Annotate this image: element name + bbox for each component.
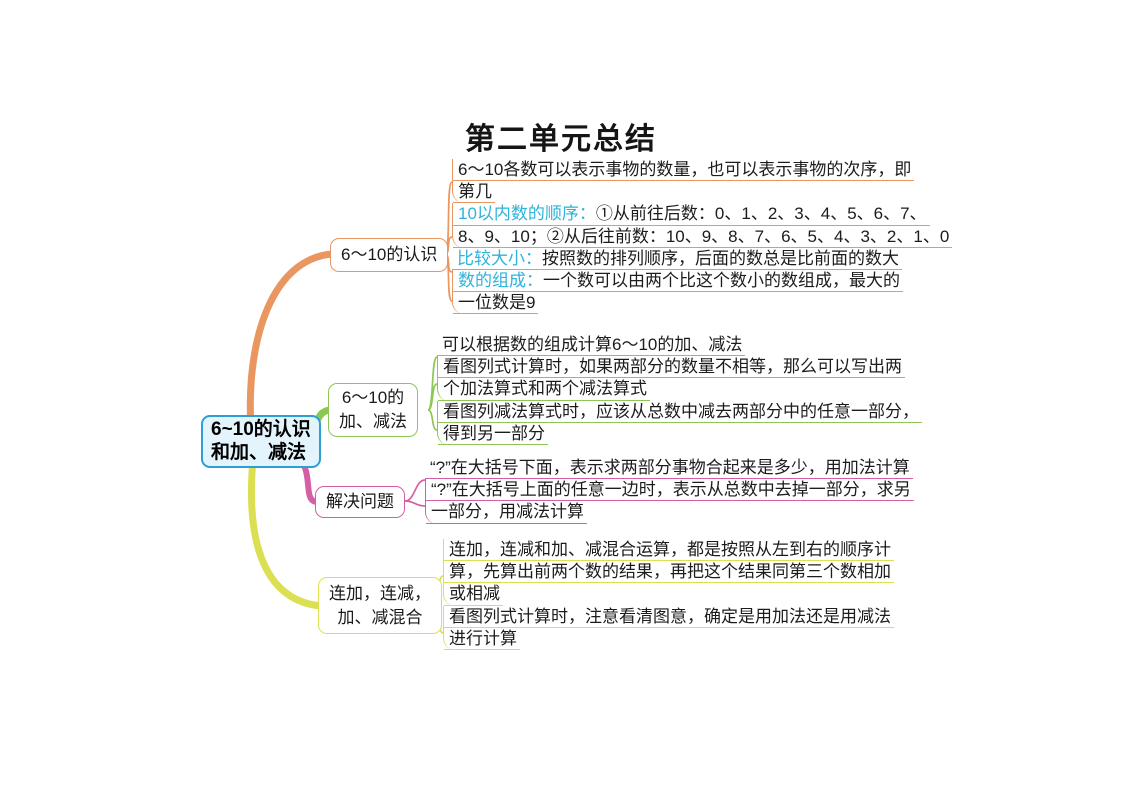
branch-node-mixed-operations: 连加，连减， 加、减混合 <box>318 577 442 634</box>
page-title: 第二单元总结 <box>465 123 657 156</box>
topic-text: 看图列式计算时，注意看清图意，确定是用加法还是用减法进行计算 <box>443 605 894 650</box>
topic-text-line: 第几 <box>453 181 495 204</box>
central-topic-line1: 6~10的认识 <box>211 419 311 440</box>
branch-topics-solving-problems: “?”在大括号下面，表示求两部分事物合起来是多少，用加法计算“?”在大括号上面的… <box>425 457 914 524</box>
branch-curve-orange <box>246 250 336 445</box>
topic-text-line: 10以内数的顺序：①从前往后数：0、1、2、3、4、5、6、7、 <box>453 203 930 226</box>
branch-node-label: 加、减法 <box>339 412 407 431</box>
branch-node-addition-subtraction-6-10: 6～10的加、减法 <box>328 383 418 437</box>
topic-text-line: 看图列减法算式时，应该从总数中减去两部分中的任意一部分， <box>438 401 922 423</box>
topic-text-line: 连加，连减和加、减混合运算，都是按照从左到右的顺序计 <box>444 539 894 562</box>
topic-text-line: 得到另一部分 <box>438 423 548 445</box>
topic-text-line: 看图列式计算时，如果两部分的数量不相等，那么可以写出两 <box>438 356 905 379</box>
topic-text: 看图列式计算时，如果两部分的数量不相等，那么可以写出两个加法算式和两个减法算式 <box>437 356 905 401</box>
topic-text-line: 6～10各数可以表示事物的数量，也可以表示事物的次序，即 <box>453 159 915 182</box>
topic-text: “?”在大括号上面的任意一边时，表示从总数中去掉一部分，求另一部分，用减法计算 <box>425 479 914 524</box>
branch-node-label: 连加，连减， <box>329 583 431 603</box>
topic-text: 看图列减法算式时，应该从总数中减去两部分中的任意一部分，得到另一部分 <box>437 400 922 445</box>
topic-text-line: 进行计算 <box>444 628 520 650</box>
topic-text-line: 算，先算出前两个数的结果，再把这个结果同第三个数相加 <box>444 561 894 584</box>
topic-text: 连加，连减和加、减混合运算，都是按照从左到右的顺序计算，先算出前两个数的结果，再… <box>443 539 894 606</box>
topic-text-line: 个加法算式和两个减法算式 <box>438 378 650 401</box>
topic-text-line: 数的组成：一个数可以由两个比这个数小的数组成，最大的 <box>453 270 903 293</box>
fan-pink-2 <box>404 500 426 507</box>
branch-node-label: 6～10的 <box>341 388 405 407</box>
branch-topics-addition-subtraction-6-10: 可以根据数的组成计算6～10的加、减法看图列式计算时，如果两部分的数量不相等，那… <box>437 334 922 445</box>
topic-text-line: 或相减 <box>444 583 503 606</box>
topic-text: 10以内数的顺序：①从前往后数：0、1、2、3、4、5、6、7、8、9、10；②… <box>452 203 953 248</box>
topic-text-line: “?”在大括号下面，表示求两部分事物合起来是多少，用加法计算 <box>425 457 913 480</box>
branch-node-label: 加、减混合 <box>337 607 423 627</box>
topic-text: 可以根据数的组成计算6～10的加、减法 <box>437 334 746 357</box>
topic-text: 数的组成：一个数可以由两个比这个数小的数组成，最大的一位数是9 <box>452 269 903 315</box>
branch-node-solving-problems: 解决问题 <box>315 486 405 518</box>
topic-text-line: “?”在大括号上面的任意一边时，表示从总数中去掉一部分，求另 <box>426 479 914 502</box>
topic-text-line: 比较大小：按照数的排列顺序，后面的数总是比前面的数大 <box>452 248 902 270</box>
topic-text: 6～10各数可以表示事物的数量，也可以表示事物的次序，即第几 <box>452 159 915 204</box>
fan-green-2 <box>427 383 438 411</box>
central-topic: 6~10的认识 和加、减法 <box>201 415 321 468</box>
topic-text-line: 看图列式计算时，注意看清图意，确定是用加法还是用减法 <box>444 606 894 628</box>
fan-green-3 <box>427 409 438 431</box>
branch-curve-yellow <box>247 455 325 610</box>
branch-node-label: 6～10的认识 <box>341 245 438 264</box>
topic-text-line: 8、9、10；②从后往前数：10、9、8、7、6、5、4、3、2、1、0 <box>453 226 953 248</box>
topic-text-line: 可以根据数的组成计算6～10的加、减法 <box>437 334 746 357</box>
branch-node-label: 解决问题 <box>326 492 394 511</box>
topic-text: “?”在大括号下面，表示求两部分事物合起来是多少，用加法计算 <box>425 457 913 480</box>
topic-text-line: 一部分，用减法计算 <box>426 501 587 524</box>
branch-node-understanding-6-10: 6～10的认识 <box>330 238 449 272</box>
branch-topics-mixed-operations: 连加，连减和加、减混合运算，都是按照从左到右的顺序计算，先算出前两个数的结果，再… <box>443 539 894 650</box>
central-topic-line2: 和加、减法 <box>211 442 307 463</box>
topic-text: 比较大小：按照数的排列顺序，后面的数总是比前面的数大 <box>452 248 902 270</box>
topic-text-line: 一位数是9 <box>453 292 539 315</box>
